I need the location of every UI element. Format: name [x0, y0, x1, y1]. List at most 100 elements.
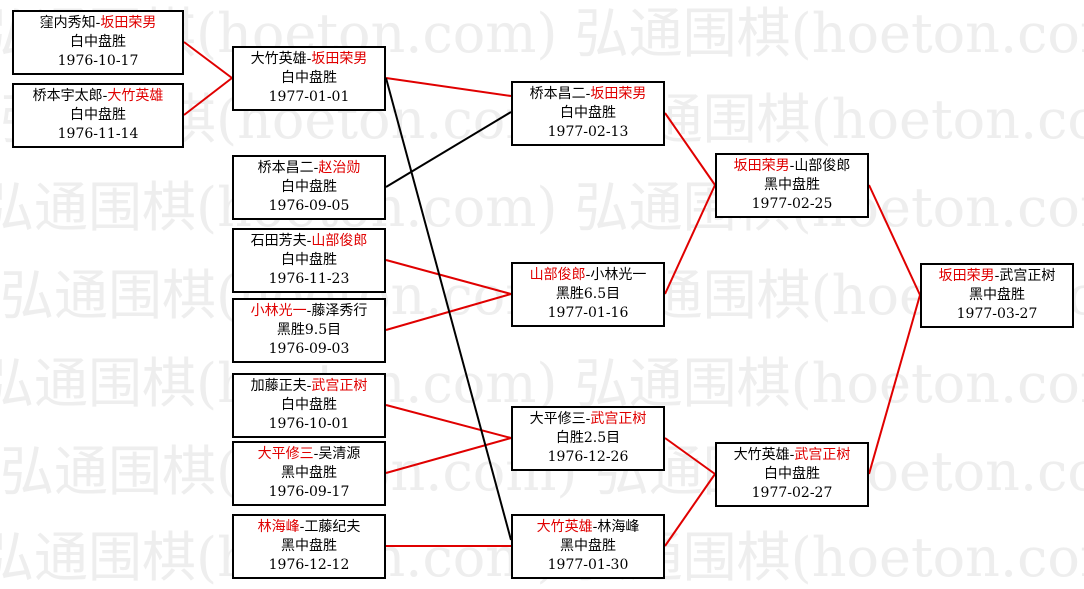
match-box-r3d: 大竹英雄-林海峰黑中盘胜 1977-01-30 — [511, 514, 665, 579]
bracket-connector — [664, 473, 716, 547]
player-black: 桥本昌二 — [529, 86, 586, 102]
player-white: 山部俊郎 — [311, 233, 368, 249]
player-white: 武宫正树 — [794, 447, 851, 463]
bracket-connector — [183, 77, 233, 116]
player-black: 桥本昌二 — [257, 160, 314, 176]
match-date: 1977-01-30 — [547, 557, 629, 573]
separator: - — [994, 268, 1000, 284]
match-players: 大平修三-吴清源 — [234, 445, 384, 464]
player-black: 桥本宇太郎 — [32, 88, 103, 104]
match-result: 白中盘胜 — [70, 107, 126, 123]
player-white: 坂田荣男 — [100, 15, 157, 31]
match-players: 坂田荣男-山部俊郎 — [717, 157, 867, 176]
match-date: 1976-09-05 — [268, 198, 350, 214]
match-result: 黑胜9.5目 — [276, 322, 342, 338]
bracket-connector — [385, 77, 512, 97]
match-result: 白中盘胜 — [764, 466, 820, 482]
separator: - — [585, 267, 591, 283]
match-date: 1976-10-01 — [268, 416, 350, 432]
match-players: 加藤正夫-武宫正树 — [234, 377, 384, 396]
player-white: 武宫正树 — [999, 268, 1056, 284]
bracket-connector — [664, 184, 716, 295]
player-white: 工藤纪夫 — [304, 519, 361, 535]
player-white: 山部俊郎 — [794, 158, 851, 174]
separator: - — [313, 446, 319, 462]
match-result: 黑中盘胜 — [281, 538, 337, 554]
match-players: 大竹英雄-武宫正树 — [717, 446, 867, 465]
match-result: 黑中盘胜 — [560, 538, 616, 554]
match-result: 白中盘胜 — [281, 397, 337, 413]
match-result: 白中盘胜 — [70, 34, 126, 50]
match-date: 1977-02-27 — [751, 485, 833, 501]
player-black: 大竹英雄 — [250, 51, 307, 67]
player-white: 坂田荣男 — [590, 86, 647, 102]
player-white: 大竹英雄 — [107, 88, 164, 104]
match-box-r3a: 桥本昌二-坂田荣男白中盘胜 1977-02-13 — [511, 81, 665, 146]
match-box-r3b: 山部俊郎-小林光一黑胜6.5目 1977-01-16 — [511, 262, 665, 327]
player-black: 大平修三 — [257, 446, 314, 462]
player-white: 武宫正树 — [311, 378, 368, 394]
match-result: 黑中盘胜 — [764, 177, 820, 193]
separator: - — [306, 51, 312, 67]
player-black: 坂田荣男 — [938, 268, 995, 284]
bracket-connector — [385, 437, 512, 474]
player-black: 小林光一 — [250, 303, 307, 319]
player-black: 坂田荣男 — [733, 158, 790, 174]
bracket-connector — [868, 294, 921, 475]
player-black: 大竹英雄 — [733, 447, 790, 463]
match-result: 黑胜6.5目 — [555, 286, 621, 302]
match-date: 1977-02-13 — [547, 124, 629, 140]
match-players: 桥本昌二-赵治勋 — [234, 159, 384, 178]
match-players: 石田芳夫-山部俊郎 — [234, 232, 384, 251]
match-date: 1977-02-25 — [751, 196, 833, 212]
player-black: 山部俊郎 — [529, 267, 586, 283]
separator: - — [306, 233, 312, 249]
match-result: 白中盘胜 — [281, 252, 337, 268]
bracket-connector — [664, 112, 716, 186]
match-date: 1977-03-27 — [956, 306, 1038, 322]
match-players: 桥本宇太郎-大竹英雄 — [14, 87, 182, 106]
separator: - — [306, 303, 312, 319]
match-date: 1976-11-14 — [57, 126, 139, 142]
separator: - — [789, 158, 795, 174]
bracket-connector — [385, 404, 512, 439]
match-players: 小林光一-藤泽秀行 — [234, 302, 384, 321]
match-result: 黑中盘胜 — [281, 465, 337, 481]
player-white: 林海峰 — [597, 519, 640, 535]
match-result: 白中盘胜 — [560, 105, 616, 121]
player-white: 吴清源 — [318, 446, 361, 462]
bracket-connector — [385, 259, 512, 295]
match-players: 林海峰-工藤纪夫 — [234, 518, 384, 537]
match-date: 1977-01-01 — [268, 89, 350, 105]
match-date: 1977-01-16 — [547, 305, 629, 321]
bracket-connector — [868, 184, 921, 296]
bracket-connector — [183, 41, 233, 79]
player-black: 林海峰 — [257, 519, 300, 535]
match-result: 白胜2.5目 — [555, 430, 621, 446]
match-result: 白中盘胜 — [281, 70, 337, 86]
separator: - — [102, 88, 108, 104]
match-players: 山部俊郎-小林光一 — [513, 266, 663, 285]
player-black: 加藤正夫 — [250, 378, 307, 394]
player-black: 石田芳夫 — [250, 233, 307, 249]
player-black: 大竹英雄 — [536, 519, 593, 535]
separator: - — [789, 447, 795, 463]
player-white: 武宫正树 — [590, 411, 647, 427]
separator: - — [592, 519, 598, 535]
separator: - — [299, 519, 305, 535]
separator: - — [585, 86, 591, 102]
match-date: 1976-12-26 — [547, 449, 629, 465]
bracket-connector — [385, 111, 512, 188]
match-date: 1976-09-03 — [268, 341, 350, 357]
player-white: 赵治勋 — [318, 160, 361, 176]
